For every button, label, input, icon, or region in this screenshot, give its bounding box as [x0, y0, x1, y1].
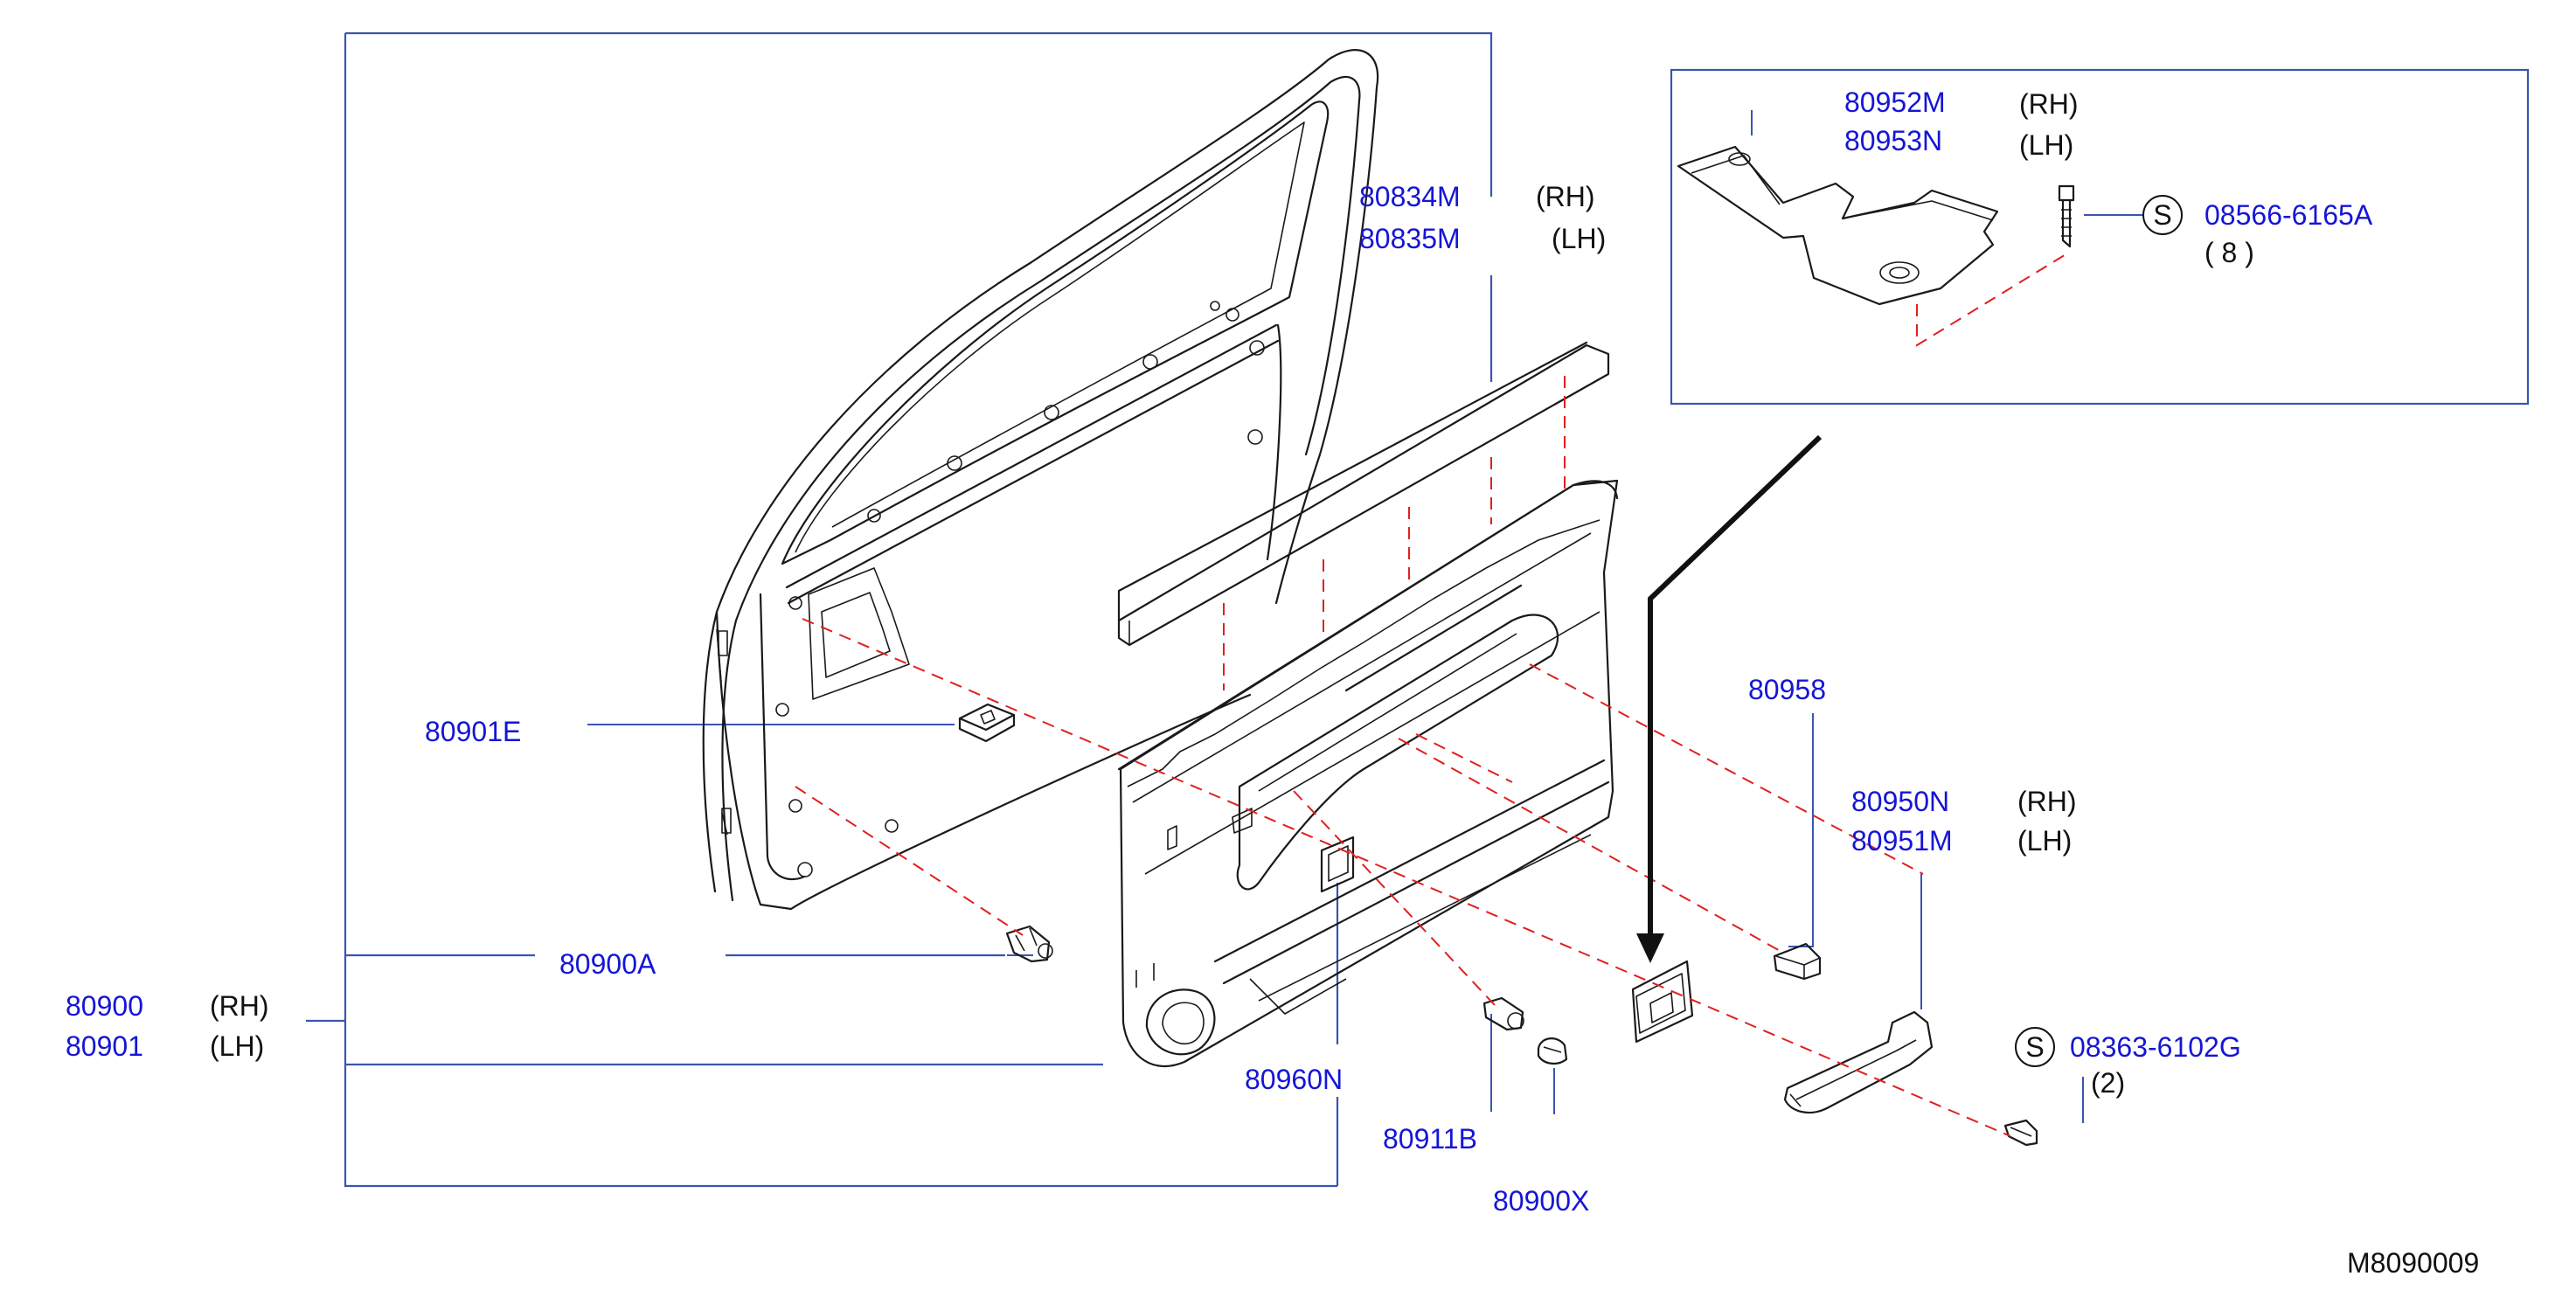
clip-80901e-drawing	[958, 703, 1016, 743]
door-shell-drawing	[702, 49, 1379, 911]
inset-frame	[1670, 68, 2530, 406]
label-80950n: 80950N	[1851, 786, 1949, 817]
belt-seal-drawing	[1117, 341, 1610, 647]
label-80958: 80958	[1748, 674, 1826, 705]
label-rh: (RH)	[1536, 181, 1595, 212]
label-80901: 80901	[66, 1030, 143, 1062]
clip-80900a-drawing	[1005, 925, 1053, 963]
label-80835m: 80835M	[1359, 223, 1461, 254]
label-80960n: 80960N	[1245, 1064, 1343, 1095]
assembly-guides	[795, 253, 2068, 1137]
inset-bolt-drawing	[2058, 184, 2075, 248]
label-08363-6102g: 08363-6102G	[2070, 1031, 2241, 1063]
label-rh: (RH)	[2019, 88, 2079, 120]
label-80834m: 80834M	[1359, 181, 1461, 212]
standard-part-symbol-1: S	[2142, 195, 2183, 235]
grommet-80911b-drawing	[1482, 996, 1524, 1031]
label-lh: (LH)	[210, 1030, 264, 1062]
label-80952m: 80952M	[1844, 87, 1946, 118]
main-frame	[306, 31, 1493, 1188]
s-symbol-label: S	[2025, 1031, 2044, 1063]
label-lh: (LH)	[1552, 223, 1606, 254]
label-bolt-qty: ( 8 )	[2205, 237, 2254, 268]
label-80911b: 80911B	[1383, 1123, 1477, 1155]
label-80953n: 80953N	[1844, 125, 1942, 156]
detail-arrow	[1636, 434, 1823, 963]
label-lh: (LH)	[2017, 825, 2072, 857]
screw-08363-drawing	[2003, 1119, 2038, 1147]
assist-grip-drawing	[1783, 1010, 1934, 1114]
label-screw-qty: (2)	[2091, 1067, 2125, 1099]
label-80900: 80900	[66, 990, 143, 1022]
diagram-code: M8090009	[2347, 1247, 2479, 1279]
clip-80900x-drawing	[1537, 1037, 1568, 1065]
label-80901e: 80901E	[425, 716, 521, 747]
label-80951m: 80951M	[1851, 825, 1953, 857]
standard-part-symbol-2: S	[2015, 1027, 2055, 1067]
s-symbol-label: S	[2153, 199, 2171, 231]
label-lh: (LH)	[2019, 129, 2073, 161]
label-rh: (RH)	[210, 990, 269, 1022]
label-80900x: 80900X	[1493, 1185, 1589, 1217]
bracket-80958-drawing	[1773, 942, 1822, 981]
label-rh: (RH)	[2017, 786, 2077, 817]
inset-bracket-drawing	[1677, 145, 1999, 306]
door-trim-panel-drawing	[1117, 479, 1619, 1067]
leader-lines	[587, 110, 2143, 1123]
label-80900a: 80900A	[559, 948, 656, 980]
label-08566-6165a: 08566-6165A	[2205, 199, 2373, 231]
switch-escutcheon-drawing	[1631, 960, 1694, 1044]
